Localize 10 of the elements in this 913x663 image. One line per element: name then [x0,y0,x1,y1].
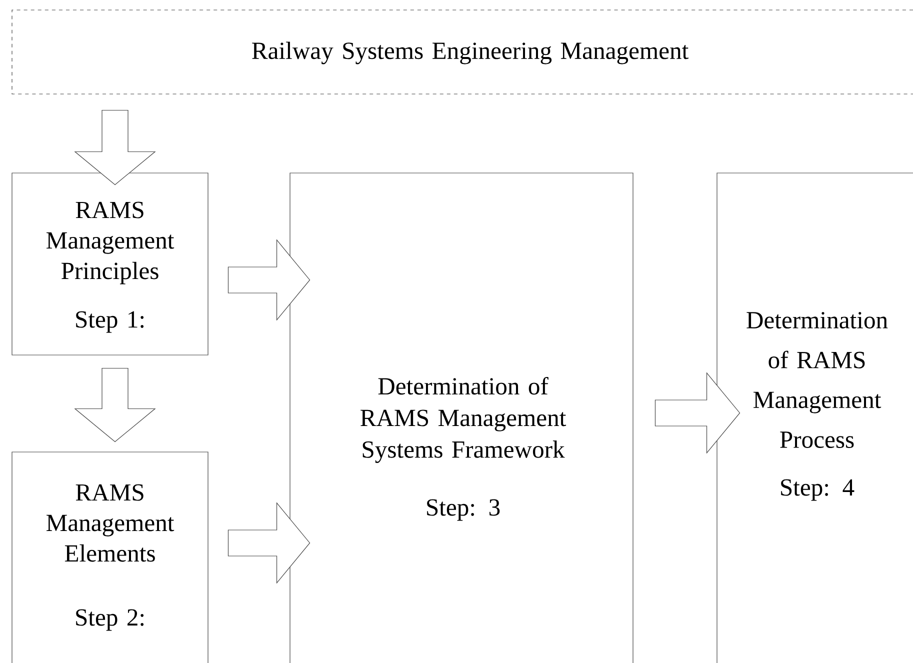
process-box: RAMS Management Elements Step 2: [12,452,208,663]
block-arrow [228,239,310,321]
process-box: Determination of RAMS Management Systems Framework Step: 3 [290,172,634,663]
block-arrow [74,110,156,186]
block-arrow [228,502,310,584]
process-box: Determination of RAMS Management Process Step: 4 [716,172,913,663]
title-banner: Railway Systems Engineering Management [12,10,913,94]
block-arrow [74,368,156,442]
process-box: RAMS Management Principles Step 1: [12,172,208,356]
block-arrow [654,372,740,454]
